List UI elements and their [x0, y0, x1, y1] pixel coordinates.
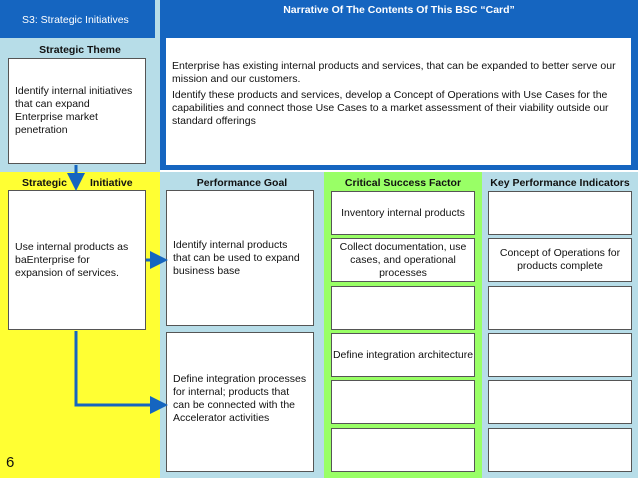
- kpi-box: [488, 380, 632, 424]
- column-header-performance-goal: Performance Goal: [196, 177, 288, 189]
- arrow-initiative-to-goal-2: [74, 331, 168, 414]
- strategic-theme-header: Strategic Theme: [39, 44, 121, 56]
- narrative-paragraph: Enterprise has existing internal product…: [172, 60, 616, 85]
- csf-text: Define integration architecture: [332, 348, 474, 361]
- narrative-title: Narrative Of The Contents Of This BSC “C…: [283, 4, 515, 16]
- csf-box: Collect documentation, use cases, and op…: [331, 238, 475, 282]
- narrative-paragraph: Identify these products and services, de…: [172, 89, 609, 127]
- section-tab: S3: Strategic Initiatives: [0, 0, 155, 38]
- initiative-text: Use internal products as baEnterprise fo…: [15, 240, 129, 279]
- column-header-kpi: Key Performance Indicators: [490, 177, 630, 189]
- csf-text: Inventory internal products: [341, 206, 465, 219]
- csf-box: Define integration architecture: [331, 333, 475, 377]
- kpi-box: [488, 333, 632, 377]
- narrative-box: Enterprise has existing internal product…: [166, 38, 631, 165]
- kpi-text: Concept of Operations for products compl…: [499, 247, 621, 272]
- column-header-csf: Critical Success Factor: [344, 177, 462, 189]
- csf-box: Inventory internal products: [331, 191, 475, 235]
- goal-text: Identify internal products that can be u…: [173, 238, 300, 277]
- column-header-strategic: Strategic: [22, 177, 67, 189]
- strategic-theme-box: Identify internal initiatives that can e…: [8, 58, 146, 164]
- kpi-box: Concept of Operations for products compl…: [488, 238, 632, 282]
- page-number: 6: [6, 454, 15, 471]
- csf-box: [331, 380, 475, 424]
- csf-box: [331, 428, 475, 472]
- kpi-box: [488, 428, 632, 472]
- csf-box: [331, 286, 475, 330]
- kpi-box: [488, 286, 632, 330]
- strategic-theme-text: Identify internal initiatives that can e…: [15, 85, 133, 136]
- kpi-box: [488, 191, 632, 235]
- goal-box: Define integration processes for interna…: [166, 332, 314, 472]
- column-header-initiative: Initiative: [90, 177, 133, 189]
- initiative-box: Use internal products as baEnterprise fo…: [8, 190, 146, 330]
- csf-text: Collect documentation, use cases, and op…: [339, 240, 467, 279]
- goal-text: Define integration processes for interna…: [173, 373, 307, 424]
